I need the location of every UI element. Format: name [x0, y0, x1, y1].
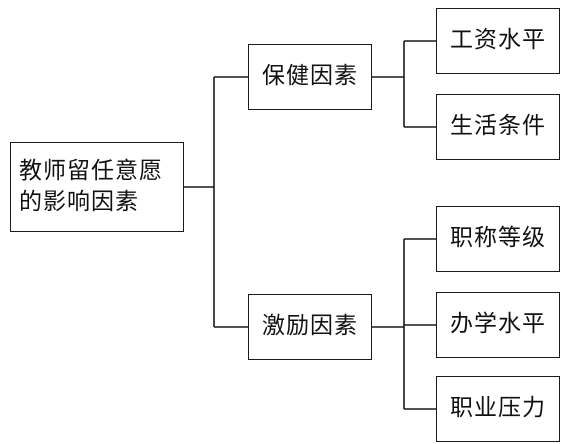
leaf-label-school-level: 办学水平: [450, 311, 546, 338]
leaf-label-title-rank: 职称等级: [450, 225, 546, 252]
leaf-label-job-pressure: 职业压力: [450, 395, 546, 422]
category-node-motivation: 激励因素: [248, 294, 372, 360]
leaf-node-job-pressure: 职业压力: [436, 376, 560, 442]
leaf-label-salary: 工资水平: [450, 27, 546, 54]
root-label-line2: 的影响因素: [19, 189, 139, 215]
category-label-hygiene: 保健因素: [262, 63, 358, 90]
leaf-label-living-conditions: 生活条件: [450, 113, 546, 140]
leaf-node-title-rank: 职称等级: [436, 206, 560, 272]
leaf-node-school-level: 办学水平: [436, 292, 560, 358]
category-label-motivation: 激励因素: [262, 313, 358, 340]
root-node: 教师留任意愿 的影响因素: [10, 142, 184, 232]
category-node-hygiene: 保健因素: [248, 44, 372, 110]
root-label-line1: 教师留任意愿: [19, 157, 163, 184]
leaf-node-living-conditions: 生活条件: [436, 94, 560, 160]
leaf-node-salary: 工资水平: [436, 8, 560, 74]
